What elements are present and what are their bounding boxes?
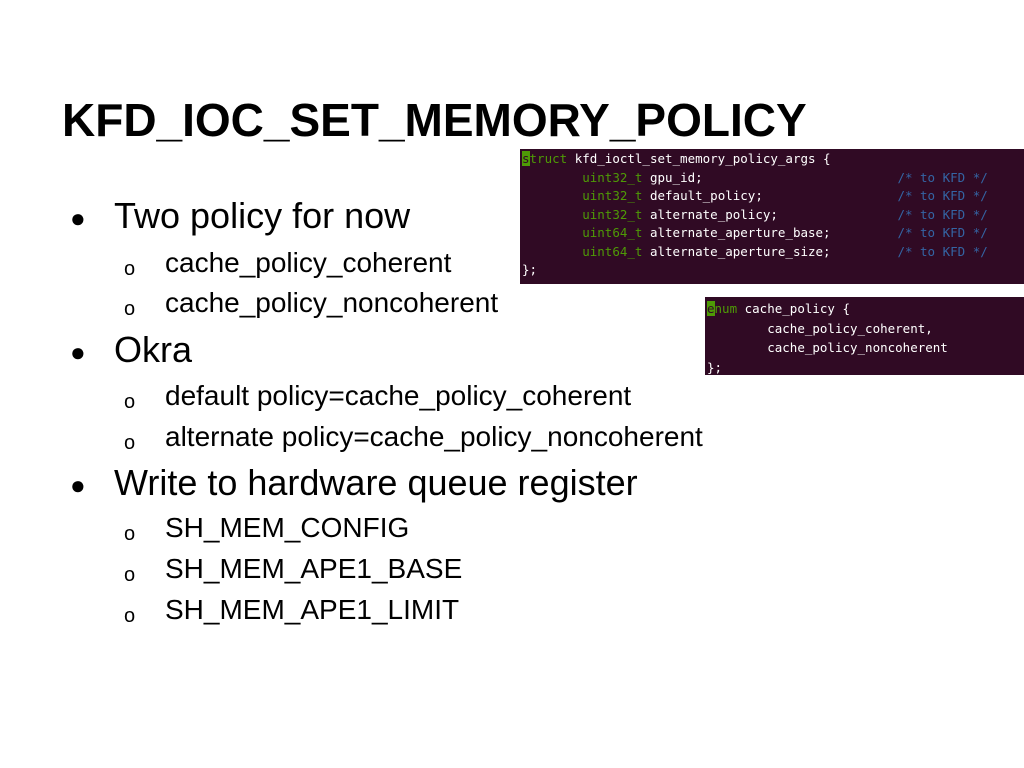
code-line: uint32_t gpu_id;/* to KFD */ bbox=[582, 169, 988, 185]
enum-code-snippet: enum cache_policy { cache_policy_coheren… bbox=[705, 297, 1024, 375]
sub-bullet-circle-icon: o bbox=[124, 523, 136, 545]
sub-bullet-text: SH_MEM_APE1_BASE bbox=[165, 553, 463, 584]
code-line: enum cache_policy { bbox=[707, 301, 850, 316]
code-line: }; bbox=[522, 262, 538, 277]
code-line: uint64_t alternate_aperture_base;/* to K… bbox=[582, 225, 988, 240]
bullet-text: Write to hardware queue register bbox=[114, 462, 638, 503]
sub-bullet-text: cache_policy_coherent bbox=[165, 247, 452, 278]
sub-bullet-text: alternate policy=cache_policy_noncoheren… bbox=[165, 421, 703, 452]
slide-title: KFD_IOC_SET_MEMORY_POLICY bbox=[62, 94, 807, 146]
bullet-text: Two policy for now bbox=[114, 195, 411, 236]
code-line: uint32_t alternate_policy;/* to KFD */ bbox=[582, 206, 988, 222]
sub-bullet-circle-icon: o bbox=[124, 298, 136, 320]
code-line: uint64_t alternate_aperture_size;/* to K… bbox=[582, 243, 988, 259]
sub-bullet-circle-icon: o bbox=[124, 258, 136, 280]
code-line: struct kfd_ioctl_set_memory_policy_args … bbox=[522, 151, 831, 166]
sub-bullet-text: default policy=cache_policy_coherent bbox=[165, 380, 632, 411]
struct-code-snippet: struct kfd_ioctl_set_memory_policy_args … bbox=[520, 149, 1024, 284]
bullet-dot-icon: ● bbox=[70, 337, 86, 367]
sub-bullet-circle-icon: o bbox=[124, 605, 136, 627]
bullet-dot-icon: ● bbox=[70, 203, 86, 233]
sub-bullet-circle-icon: o bbox=[124, 432, 136, 454]
sub-bullet-text: SH_MEM_APE1_LIMIT bbox=[165, 594, 460, 625]
code-line: cache_policy_coherent, bbox=[767, 320, 933, 336]
sub-bullet-circle-icon: o bbox=[124, 391, 136, 413]
code-line: uint32_t default_policy;/* to KFD */ bbox=[582, 188, 988, 203]
bullet-text: Okra bbox=[114, 329, 193, 370]
code-line: cache_policy_noncoherent bbox=[767, 340, 948, 355]
code-line: }; bbox=[707, 359, 723, 375]
sub-bullet-circle-icon: o bbox=[124, 564, 136, 586]
sub-bullet-text: SH_MEM_CONFIG bbox=[165, 512, 410, 543]
bullet-dot-icon: ● bbox=[70, 470, 86, 500]
sub-bullet-text: cache_policy_noncoherent bbox=[165, 287, 499, 318]
